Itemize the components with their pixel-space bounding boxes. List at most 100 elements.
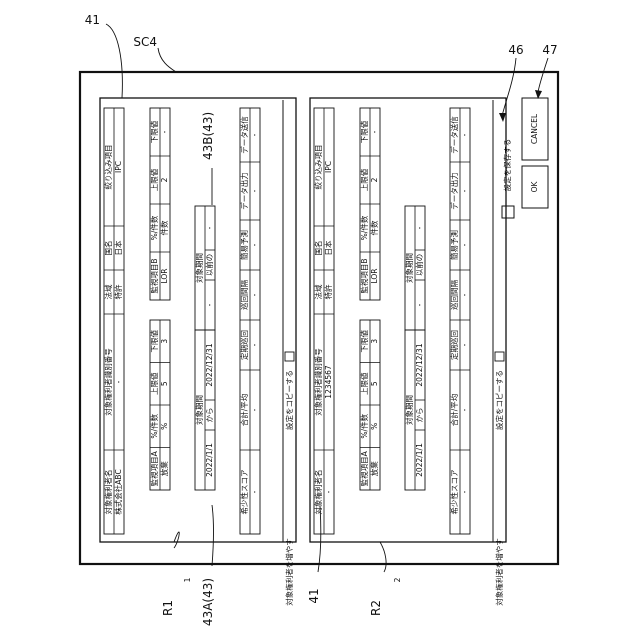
scarcity-header-5: データ出力 <box>239 172 249 210</box>
owner-header-3: 国名 <box>313 241 323 256</box>
callout-43b: 43B(43) <box>201 112 215 160</box>
monitor_a-value-1[interactable]: % <box>370 423 379 430</box>
monitor_a-value-3[interactable]: 3 <box>160 339 169 344</box>
period1-from-word: から <box>205 408 214 423</box>
scarcity-value-2[interactable]: - <box>460 343 469 346</box>
owner-value-4[interactable]: IPC <box>114 161 123 173</box>
owner-value-2[interactable]: 特許 <box>323 284 333 299</box>
owner-value-2[interactable]: 特許 <box>113 284 123 299</box>
callout-r1: R1 <box>161 600 175 616</box>
period1-to[interactable]: 2022/12/31 <box>205 343 214 386</box>
period1-from-word: から <box>415 408 424 423</box>
scarcity-value-1[interactable]: - <box>250 408 259 411</box>
arrow-head-46 <box>499 113 506 122</box>
scarcity-value-3[interactable]: - <box>460 293 469 296</box>
period2-header: 対象期間 <box>194 253 204 283</box>
cancel-button-label[interactable]: CANCEL <box>530 113 539 144</box>
monitor_b-header-3: 下限値 <box>359 120 369 143</box>
period2-from[interactable]: - <box>205 303 214 306</box>
monitor_b-value-1[interactable]: 件数 <box>369 220 379 235</box>
scarcity-value-5[interactable]: - <box>250 189 259 192</box>
leader-43a <box>212 505 214 566</box>
record-2: 2対象権利者を増やす設定をコピーする対象権利者名-対象権利者識別番号123456… <box>310 100 506 606</box>
scarcity-value-4[interactable]: - <box>250 243 259 246</box>
scarcity-header-2: 定期巡回 <box>449 330 459 360</box>
monitor_b-value-2[interactable]: 2 <box>160 177 169 182</box>
save-settings-checkbox[interactable] <box>502 206 514 218</box>
monitor_a-value-0[interactable]: 放棄 <box>369 461 379 476</box>
period2-to[interactable]: - <box>415 226 424 229</box>
scarcity-header-1: 合計/平均 <box>239 394 249 427</box>
ok-button-label[interactable]: OK <box>530 181 539 193</box>
monitor_b-header-2: 上限値 <box>359 168 369 191</box>
callout-47: 47 <box>542 43 557 57</box>
monitor_b-value-2[interactable]: 2 <box>370 177 379 182</box>
owner-value-1[interactable]: - <box>114 380 123 383</box>
monitor_b-value-3[interactable]: - <box>370 130 379 133</box>
scarcity-header-1: 合計/平均 <box>449 394 459 427</box>
monitor_b-value-0[interactable]: LOR <box>160 268 169 283</box>
owner-value-3[interactable]: 日本 <box>323 240 333 255</box>
period2-to[interactable]: - <box>205 226 214 229</box>
scarcity-value-2[interactable]: - <box>250 343 259 346</box>
monitor_a-header-3: 下限値 <box>149 330 159 353</box>
leader-47 <box>538 58 548 92</box>
copy-settings-checkbox[interactable] <box>285 352 294 361</box>
owner-value-3[interactable]: 日本 <box>113 240 123 255</box>
scarcity-header-2: 定期巡回 <box>239 330 249 360</box>
monitor_a-header-1: %/件数 <box>149 413 159 438</box>
period2-from[interactable]: - <box>415 303 424 306</box>
monitor_a-value-1[interactable]: % <box>160 423 169 430</box>
owner-header-1: 対象権利者識別番号 <box>313 348 323 416</box>
owner-value-1[interactable]: 1234567 <box>324 365 333 399</box>
owner-header-2: 法域 <box>103 284 113 299</box>
owner-value-0[interactable]: - <box>324 490 333 493</box>
copy-settings-checkbox[interactable] <box>495 352 504 361</box>
monitor_a-value-3[interactable]: 3 <box>370 339 379 344</box>
monitor_b-value-1[interactable]: 件数 <box>159 220 169 235</box>
scarcity-value-3[interactable]: - <box>250 293 259 296</box>
copy-settings-label: 設定をコピーする <box>284 370 294 430</box>
monitor_a-header-1: %/件数 <box>359 413 369 438</box>
owner-value-4[interactable]: IPC <box>324 161 333 173</box>
leader-41-top <box>106 24 122 98</box>
monitor_a-value-2[interactable]: 5 <box>370 381 379 386</box>
scarcity-header-3: 巡回間隔 <box>449 280 459 310</box>
leader-sc4 <box>158 48 176 72</box>
monitor_a-value-0[interactable]: 放棄 <box>159 461 169 476</box>
monitor_b-header-1: %/件数 <box>149 215 159 240</box>
callout-43a: 43A(43) <box>201 578 215 626</box>
increase-owners-link[interactable]: 対象権利者を増やす <box>284 538 294 606</box>
owner-header-2: 法域 <box>313 284 323 299</box>
period1-from[interactable]: 2022/1/1 <box>205 443 214 477</box>
monitor_a-value-2[interactable]: 5 <box>160 381 169 386</box>
scarcity-header-0: 希少性スコア <box>449 470 459 515</box>
scarcity-header-5: データ出力 <box>449 172 459 210</box>
scarcity-value-6[interactable]: - <box>460 133 469 136</box>
scarcity-value-6[interactable]: - <box>250 133 259 136</box>
owner-value-0[interactable]: 株式会社ABC <box>113 469 123 514</box>
dialog-controls: 設定を保存するOKCANCEL <box>502 98 548 218</box>
scarcity-value-5[interactable]: - <box>460 189 469 192</box>
scarcity-header-4: 簡易予測 <box>449 230 459 260</box>
scarcity-header-6: データ送信 <box>239 116 249 154</box>
copy-settings-label: 設定をコピーする <box>494 370 504 430</box>
scarcity-value-1[interactable]: - <box>460 408 469 411</box>
scarcity-header-4: 簡易予測 <box>239 230 249 260</box>
scarcity-value-0[interactable]: - <box>250 490 259 493</box>
monitor_b-value-0[interactable]: LOR <box>370 268 379 283</box>
increase-owners-link[interactable]: 対象権利者を増やす <box>494 538 504 606</box>
leader-r2 <box>380 542 386 572</box>
scarcity-value-0[interactable]: - <box>460 490 469 493</box>
monitor_b-value-3[interactable]: - <box>160 130 169 133</box>
monitor_a-header-0: 監視項目A <box>359 450 369 486</box>
scarcity-value-4[interactable]: - <box>460 243 469 246</box>
period1-to[interactable]: 2022/12/31 <box>415 343 424 386</box>
monitor_a-header-2: 上限値 <box>359 372 369 395</box>
monitor_b-header-3: 下限値 <box>149 120 159 143</box>
monitor_b-header-2: 上限値 <box>149 168 159 191</box>
callout-sc4: SC4 <box>133 35 157 49</box>
callout-r2: R2 <box>369 600 383 616</box>
period1-from[interactable]: 2022/1/1 <box>415 443 424 477</box>
